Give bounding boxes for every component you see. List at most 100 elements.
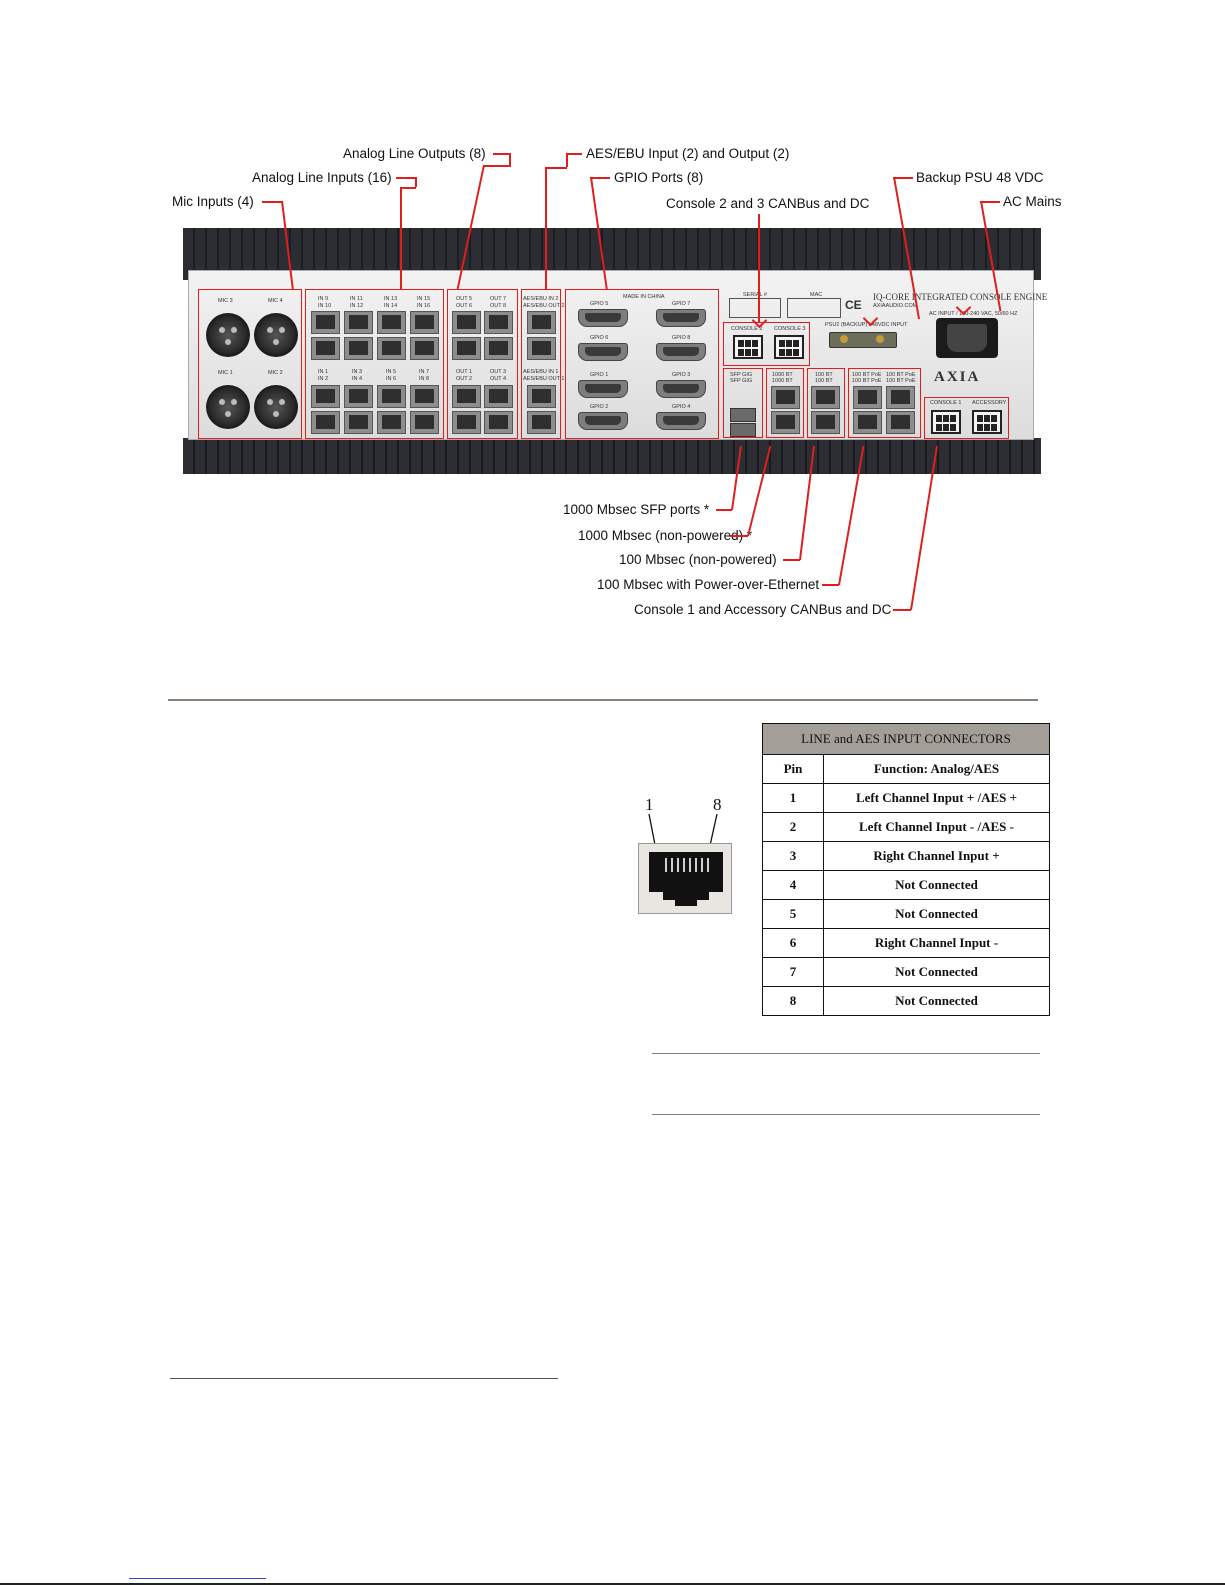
pin-number: 8 (762, 986, 824, 1016)
sfp-port (730, 408, 756, 422)
rj45-jack (452, 411, 481, 434)
label-in1: IN 1 (318, 369, 329, 375)
axia-logo: AXIA (934, 369, 981, 385)
db15-gpio7 (656, 309, 706, 327)
label-in5: IN 5 (386, 369, 397, 375)
analog-line-outputs-box (447, 289, 518, 439)
label-in6: IN 6 (386, 376, 397, 382)
callout-aes-ebu: AES/EBU Input (2) and Output (2) (586, 146, 790, 161)
console-2-3-box (723, 322, 810, 366)
rj45-jack (886, 386, 915, 409)
xlr-mic1 (206, 385, 250, 429)
rj45-jack (527, 411, 556, 434)
rj45-jack (527, 337, 556, 360)
pin-number: 1 (762, 783, 824, 813)
label-in7: IN 7 (419, 369, 430, 375)
rj45-jack (311, 337, 340, 360)
label-mic3: MIC 3 (218, 298, 233, 304)
console-1-accessory-box (924, 397, 1009, 439)
rj45-jack (853, 411, 882, 434)
rj45-jack (344, 337, 373, 360)
label-gpio5: GPIO 5 (590, 301, 609, 307)
mic-inputs-box (198, 289, 302, 439)
label-poe3: 100 BT PoE (852, 378, 882, 384)
callout-console-2-3: Console 2 and 3 CANBus and DC (666, 196, 870, 211)
rj45-jack (377, 337, 406, 360)
rj45-jack (410, 311, 439, 334)
db15-gpio1 (578, 380, 628, 398)
rj45-jack (452, 385, 481, 408)
molex-console1 (931, 410, 961, 434)
rj45-jack (452, 337, 481, 360)
label-in13: IN 13 (384, 296, 398, 302)
molex-console3 (774, 335, 804, 359)
rj45-jack (452, 311, 481, 334)
sfp-port (730, 423, 756, 437)
label-console1: CONSOLE 1 (930, 400, 962, 406)
rj45-jack (484, 311, 513, 334)
db15-gpio6 (578, 343, 628, 361)
molex-accessory (972, 410, 1002, 434)
footer-link-underline (129, 1578, 266, 1579)
rj45-jack (484, 337, 513, 360)
iec-ac-inlet (936, 318, 998, 358)
label-out3: OUT 3 (490, 369, 507, 375)
rj45-jack (811, 386, 840, 409)
rj45-jack (344, 411, 373, 434)
label-out4: OUT 4 (490, 376, 507, 382)
label-in10: IN 10 (318, 303, 332, 309)
pin-label-1: 1 (645, 795, 654, 814)
label-console3: CONSOLE 3 (774, 326, 806, 332)
pin-number: 7 (762, 957, 824, 987)
label-sfp1: SFP GIG (730, 372, 753, 378)
label-in16: IN 16 (417, 303, 431, 309)
label-console2: CONSOLE 2 (731, 326, 763, 332)
callout-mic-inputs: Mic Inputs (4) (172, 194, 254, 209)
label-mic4: MIC 4 (268, 298, 283, 304)
pin-table-header-pin: Pin (762, 754, 824, 784)
callout-console-1-accessory: Console 1 and Accessory CANBus and DC (634, 602, 892, 617)
psu2-connector (829, 332, 897, 348)
rj45-jack (410, 337, 439, 360)
label-out8: OUT 8 (490, 303, 507, 309)
pin-function: Not Connected (823, 957, 1050, 987)
pin-number: 6 (762, 928, 824, 958)
rj45-jack (311, 411, 340, 434)
mac-sticker (787, 298, 841, 318)
sfp-box (723, 368, 763, 438)
label-in12: IN 12 (350, 303, 364, 309)
label-out5: OUT 5 (456, 296, 473, 302)
rj45-jack (771, 411, 800, 434)
label-in15: IN 15 (417, 296, 431, 302)
engine-title: IQ-CORE INTEGRATED CONSOLE ENGINE (873, 292, 1048, 302)
label-mic1: MIC 1 (218, 370, 233, 376)
analog-line-inputs-box (305, 289, 444, 439)
label-psu2: PSU2 (BACKUP) / 48VDC INPUT (825, 322, 908, 328)
poe-ethernet-box (848, 368, 921, 438)
page-bottom-rule (0, 1583, 1225, 1585)
rule-right-2 (652, 1114, 1040, 1115)
section-divider (168, 699, 1038, 701)
pin-number: 4 (762, 870, 824, 900)
callout-ac-mains: AC Mains (1003, 194, 1062, 209)
callout-backup-psu: Backup PSU 48 VDC (916, 170, 1044, 185)
label-gpio7: GPIO 7 (672, 301, 691, 307)
label-gpio6: GPIO 6 (590, 335, 609, 341)
pin-function: Left Channel Input + /AES + (823, 783, 1050, 813)
xlr-mic2 (254, 385, 298, 429)
rj45-jack (377, 385, 406, 408)
label-gig2: 1000 BT (772, 378, 793, 384)
pin-function: Right Channel Input + (823, 841, 1050, 871)
label-aes-out1: AES/EBU OUT 1 (523, 376, 565, 382)
fast-ethernet-box (807, 368, 845, 438)
rj45-jack (527, 311, 556, 334)
rj45-jack (377, 311, 406, 334)
label-aes-in1: AES/EBU IN 1 (523, 369, 559, 375)
callout-analog-line-inputs: Analog Line Inputs (16) (252, 170, 392, 185)
pin-label-8: 8 (713, 795, 722, 814)
pin-function: Not Connected (823, 899, 1050, 929)
